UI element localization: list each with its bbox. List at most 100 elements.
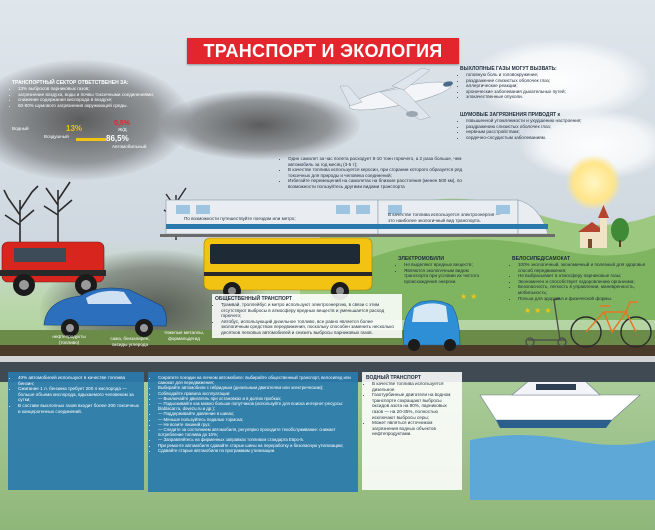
list-item: раздражение слизистых оболочек глаз; bbox=[466, 78, 645, 84]
road-curb bbox=[0, 356, 655, 362]
list-item: нервным расстройствам; bbox=[466, 129, 620, 135]
hill-front bbox=[330, 239, 655, 320]
stat-auto-label: Автомобильный bbox=[112, 144, 147, 149]
electric-list: Не выделяют вредных веществ; Являются эк… bbox=[398, 262, 493, 284]
list-item: — Меньше пользуйтесь педалью тормоза; bbox=[158, 417, 354, 422]
stat-rail-label: Ж/Д bbox=[118, 127, 127, 132]
car-facts-panel: 40% автомобилей используют в качестве то… bbox=[8, 372, 144, 490]
page-title: ТРАНСПОРТ И ЭКОЛОГИЯ bbox=[203, 41, 443, 61]
car-facts-list: 40% автомобилей используют в качестве то… bbox=[12, 375, 140, 414]
stat-rail-value: 0,5% bbox=[114, 120, 130, 127]
eco-tips-panel: Сократите поездки на личном автомобиле: … bbox=[148, 372, 358, 492]
list-item: Сжигание 1 л. бензина требует 200 л кисл… bbox=[18, 386, 140, 403]
list-item: Не выбрасывает в атмосферу парниковые га… bbox=[518, 273, 647, 279]
list-item: Автобус, использующий дизельное топливо,… bbox=[221, 319, 399, 336]
sector-list: 13% выбросов парниковых газов; загрязнен… bbox=[12, 86, 197, 108]
list-item: В качестве топлива используется керосин,… bbox=[288, 167, 472, 178]
stat-connector-line bbox=[76, 138, 106, 141]
sector-heading: ТРАНСПОРТНЫЙ СЕКТОР ОТВЕТСТВЕНЕН ЗА: bbox=[12, 80, 129, 86]
list-item: Соблюдайте правила эксплуатации: bbox=[158, 391, 354, 396]
train bbox=[160, 199, 555, 237]
list-item: — Не возите лишний груз; bbox=[158, 422, 354, 427]
train-caption-right: В качестве топлива используется электроэ… bbox=[388, 212, 501, 223]
list-item: В качестве топлива используется дизельно… bbox=[372, 381, 458, 392]
list-item: Экономичен и способствует оздоровлению о… bbox=[518, 279, 647, 285]
title-banner: ТРАНСПОРТ И ЭКОЛОГИЯ bbox=[187, 38, 459, 64]
list-item: раздражению слизистых оболочек глаз; bbox=[466, 124, 620, 130]
bare-tree-left bbox=[3, 181, 73, 255]
exhaust-list: головную боль и головокружение; раздраже… bbox=[460, 72, 645, 100]
bike-panel: ВЕЛОСИПЕД/САМОКАТ 100% экологичный, экон… bbox=[512, 256, 647, 301]
white-cloud-right bbox=[470, 40, 650, 120]
noise-list: повышенной утомляемости и ухудшению наст… bbox=[460, 118, 620, 140]
bicycle bbox=[570, 301, 652, 348]
list-item: 13% выбросов парниковых газов; bbox=[18, 86, 197, 92]
list-item: Сдавайте старые автомобили по программам… bbox=[158, 448, 354, 453]
water bbox=[470, 435, 655, 500]
noise-heading: ШУМОВЫЕ ЗАГРЯЗНЕНИЯ ПРИВОДЯТ к bbox=[460, 112, 560, 118]
list-item: В составе выхлопных газов входит более 2… bbox=[18, 403, 140, 414]
list-item: Газотурбинные двигатели на водном трансп… bbox=[372, 392, 458, 420]
exhaust-heading: ВЫХЛОПНЫЕ ГАЗЫ МОГУТ ВЫЗВАТЬ: bbox=[460, 66, 557, 72]
electric-panel: ЭЛЕКТРОМОБИЛИ Не выделяют вредных вещест… bbox=[398, 256, 493, 284]
sun bbox=[566, 155, 621, 210]
transport-share-stats: Водный 13% Воздушный 0,5% Ж/Д 86,5% Авто… bbox=[10, 120, 160, 160]
electric-heading: ЭЛЕКТРОМОБИЛИ bbox=[398, 256, 444, 262]
list-item: загрязнение воздуха, воды и почвы токсич… bbox=[18, 92, 197, 98]
list-item: — Следите за состоянием автомобиля, регу… bbox=[158, 427, 354, 437]
list-item: Трамвай, троллейбус и метро используют э… bbox=[221, 302, 399, 319]
train-caption-left: По возможности путешествуйте поездом или… bbox=[184, 216, 296, 221]
list-item: 100% экологичный, экономичный и полезный… bbox=[518, 262, 647, 273]
soil-strip bbox=[0, 345, 655, 358]
stat-air-label: Воздушный bbox=[44, 134, 69, 139]
exhaust-panel: ВЫХЛОПНЫЕ ГАЗЫ МОГУТ ВЫЗВАТЬ: головную б… bbox=[460, 66, 645, 100]
rating-stars-electric: ★★ bbox=[460, 292, 481, 301]
list-item: Безопасность, легкость в управлении, ман… bbox=[518, 284, 647, 295]
list-item: злокачественные опухоли. bbox=[466, 94, 645, 100]
plane-list: Один самолет за час полета расходует 8-1… bbox=[282, 156, 472, 190]
scooter bbox=[525, 297, 567, 347]
list-item: аллергические реакции; bbox=[466, 83, 645, 89]
sector-panel: ТРАНСПОРТНЫЙ СЕКТОР ОТВЕТСТВЕНЕН ЗА: 13%… bbox=[12, 80, 197, 108]
smog-cloud-left bbox=[0, 60, 190, 180]
list-item: 40% автомобилей используют в качестве то… bbox=[18, 375, 140, 386]
red-jeep bbox=[0, 241, 106, 296]
list-item: Не выделяют вредных веществ; bbox=[404, 262, 493, 268]
list-item: снижение содержания кислорода в воздухе; bbox=[18, 97, 197, 103]
eco-tips-list: Сократите поездки на личном автомобиле: … bbox=[152, 375, 354, 453]
list-item: Являются экологичным видом транспорта пр… bbox=[404, 268, 493, 285]
bus bbox=[203, 237, 373, 300]
water-transport-panel: ВОДНЫЙ ТРАНСПОРТ В качестве топлива испо… bbox=[362, 372, 462, 490]
list-item: 60-80% шумового загрязнения окружающей с… bbox=[18, 103, 197, 109]
stat-air-value: 13% bbox=[66, 124, 83, 133]
emission-label-vocs: тяжелые металлы, формальдегид bbox=[164, 330, 204, 341]
list-item: Сократите поездки на личном автомобиле: … bbox=[158, 375, 354, 385]
blue-car bbox=[43, 287, 167, 337]
public-transport-heading: ОБЩЕСТВЕННЫЙ ТРАНСПОРТ bbox=[215, 296, 293, 302]
smog-cloud-center bbox=[160, 90, 360, 160]
rating-stars-bike: ★★★ bbox=[524, 306, 555, 315]
bike-list: 100% экологичный, экономичный и полезный… bbox=[512, 262, 647, 301]
list-item: Может являться источником загрязнения во… bbox=[372, 420, 458, 437]
electric-car bbox=[403, 300, 461, 351]
stat-water-label: Водный bbox=[12, 126, 29, 131]
stat-auto-value: 86,5% bbox=[106, 134, 129, 143]
public-transport-list: Трамвай, троллейбус и метро используют э… bbox=[215, 302, 399, 336]
list-item: Польза для здоровья и физической формы. bbox=[518, 296, 647, 302]
list-item: — Заправляйтесь на фирменных заправках т… bbox=[158, 437, 354, 442]
list-item: головную боль и головокружение; bbox=[466, 72, 645, 78]
bike-heading: ВЕЛОСИПЕД/САМОКАТ bbox=[512, 256, 571, 262]
list-item: — Выключайте двигатель при остановках и … bbox=[158, 396, 354, 401]
list-item: При ремонте автомобиля сдавайте старые ш… bbox=[158, 443, 354, 448]
emission-label-oil: нефтепродукты (топливо) bbox=[52, 334, 86, 345]
airplane bbox=[339, 67, 453, 121]
list-item: — Поддерживайте давление в шинах; bbox=[158, 411, 354, 416]
emission-label-carbon: сажа, бензапирен, оксиды углерода bbox=[110, 336, 150, 347]
water-list: В качестве топлива используется дизельно… bbox=[366, 381, 458, 437]
list-item: хронические заболевания дыхательных путе… bbox=[466, 89, 645, 95]
list-item: — Подыскивайте как можно больше попутчик… bbox=[158, 401, 354, 411]
noise-panel: ШУМОВЫЕ ЗАГРЯЗНЕНИЯ ПРИВОДЯТ к повышенно… bbox=[460, 112, 620, 140]
list-item: сердечно-сосудистым заболеваниям. bbox=[466, 135, 620, 141]
